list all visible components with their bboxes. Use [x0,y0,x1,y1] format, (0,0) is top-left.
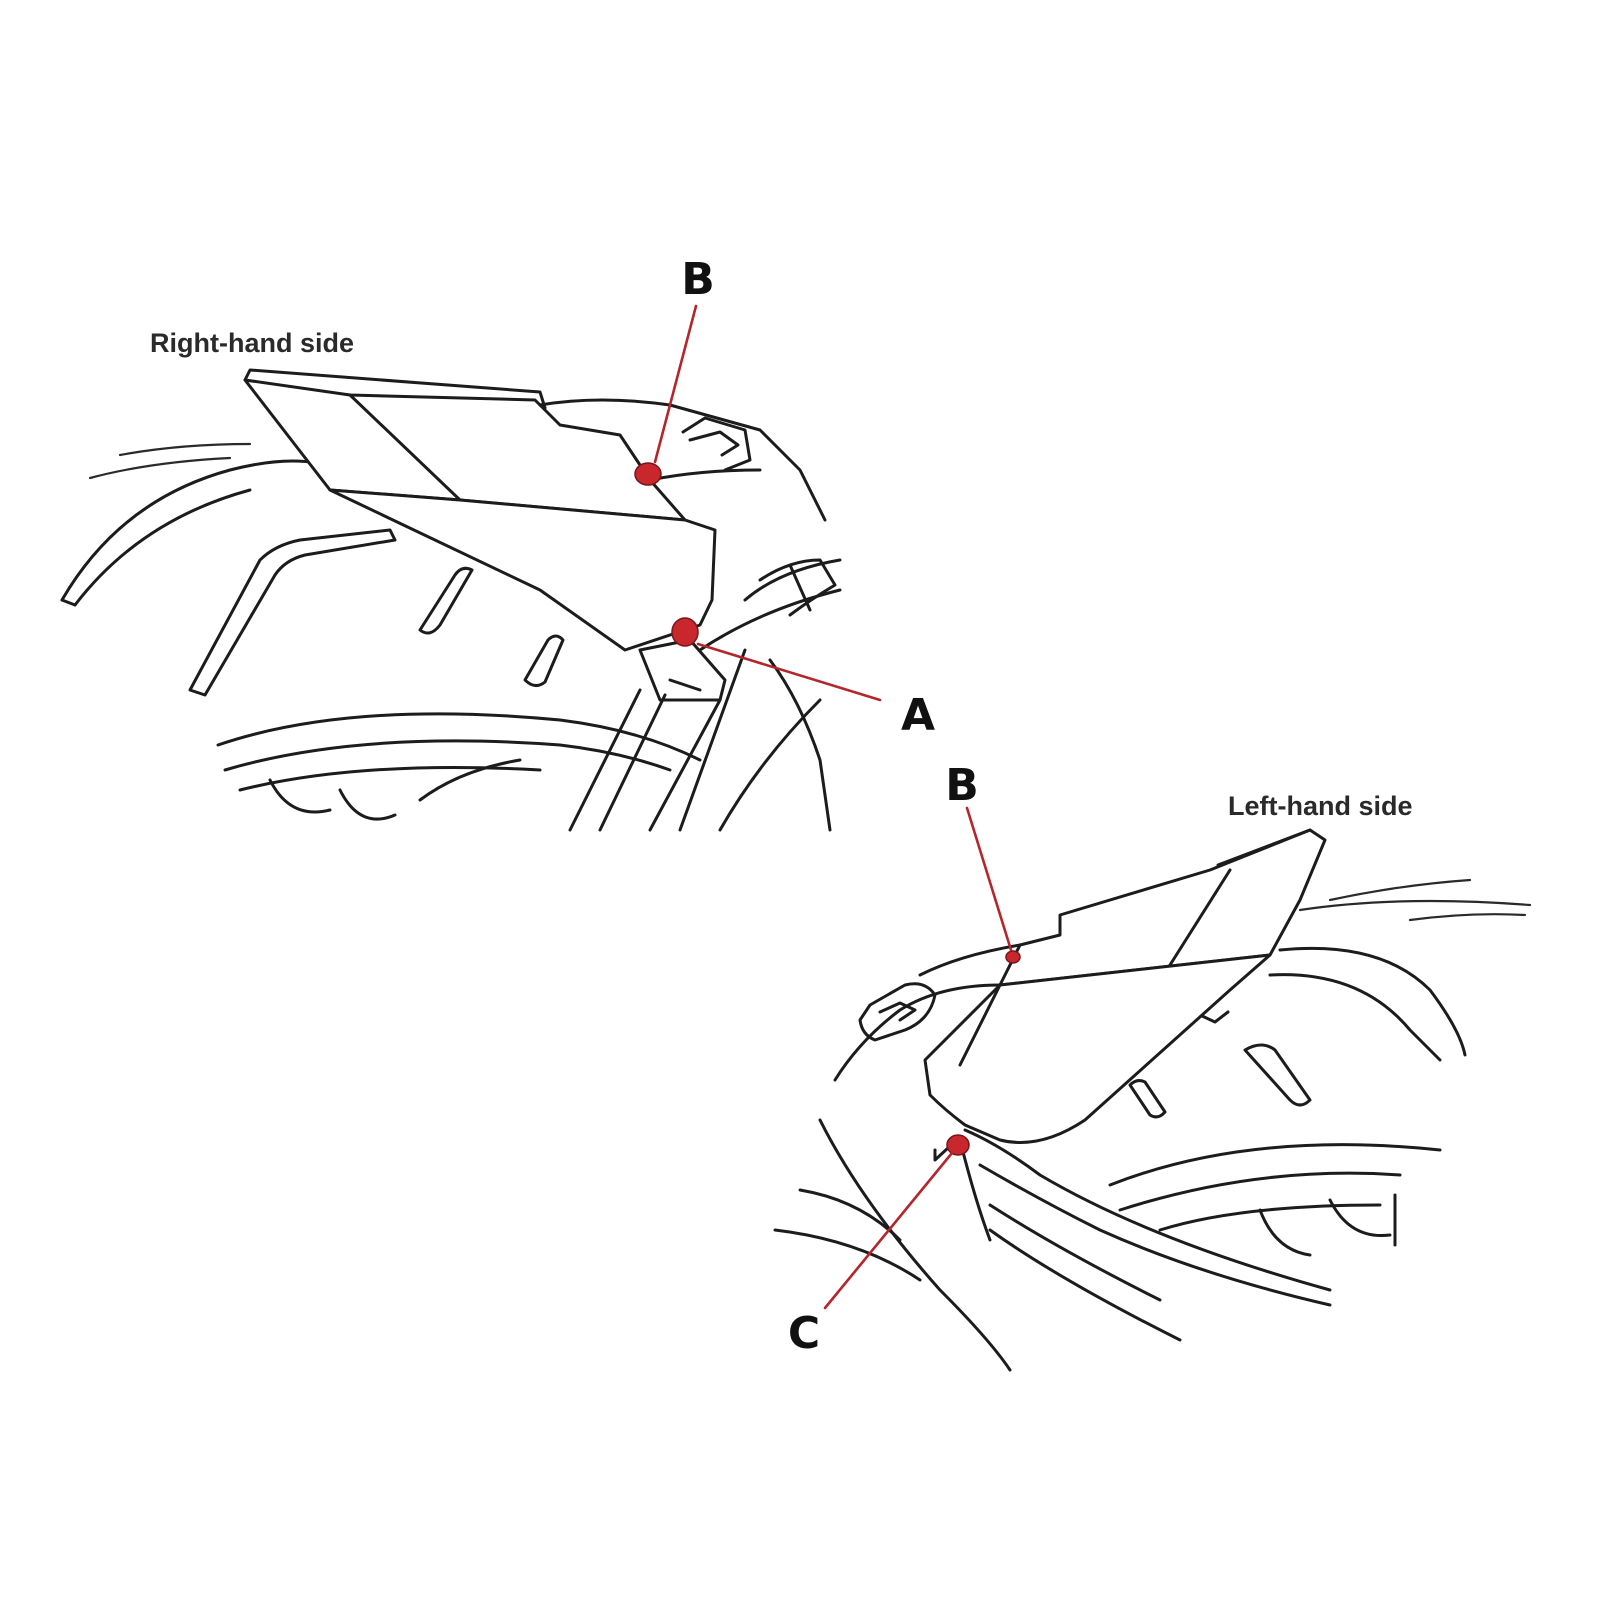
right-hand-side-caption: Right-hand side [150,328,354,358]
left-hand-side-caption: Left-hand side [1228,791,1413,821]
left-hand-side-leader-b [965,806,1013,952]
left-hand-side-line-art [773,828,1532,1372]
left-hand-side-callout-c: C [788,1308,820,1359]
right-hand-side-fastener-a [671,617,699,647]
right-hand-side-view: Right-hand side [60,254,935,832]
left-hand-side-callout-b: B [945,760,979,811]
left-hand-side-fastener-b [1005,950,1021,964]
right-hand-side-line-art [60,368,842,832]
left-hand-side-view: Left-hand side [773,760,1532,1372]
right-hand-side-callout-a: A [901,690,935,741]
right-hand-side-callout-b: B [681,254,715,305]
left-hand-side-fastener-c [946,1134,970,1156]
left-hand-side-leader-c [823,1151,954,1310]
right-hand-side-leader-a [696,642,882,702]
right-hand-side-fastener-b [634,462,662,486]
right-hand-side-leader-b [653,304,698,464]
